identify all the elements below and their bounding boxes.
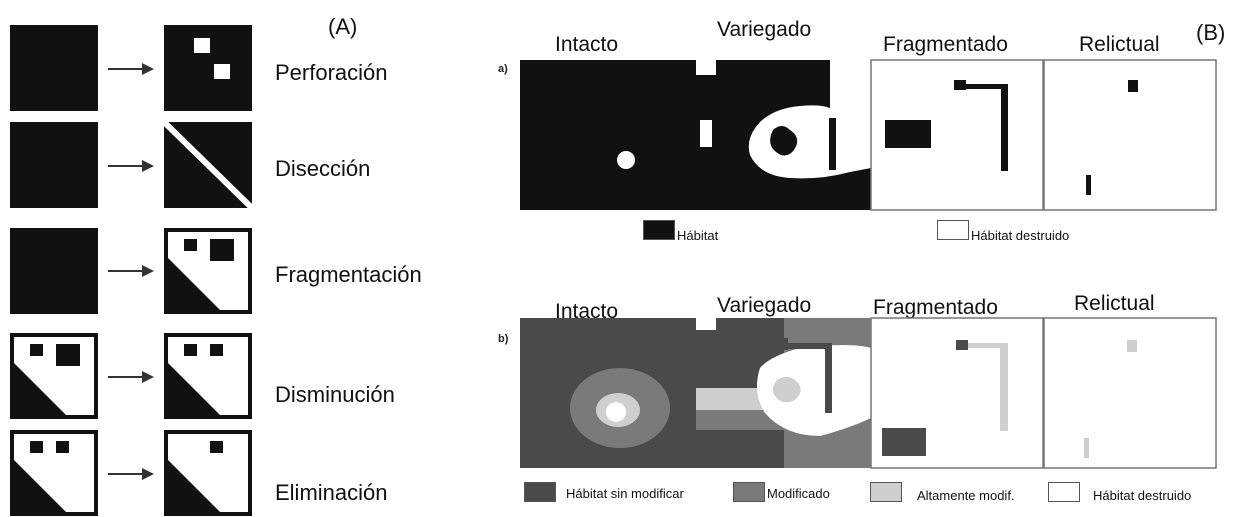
legend-highly-modified-label: Altamente modif. <box>917 488 1015 503</box>
process-label: Fragmentación <box>275 262 422 287</box>
arrow-icon <box>108 371 154 383</box>
arrow-icon <box>108 265 154 277</box>
column-relictual: Relictual <box>1074 292 1155 315</box>
after-square <box>164 25 252 111</box>
column-relictual: Relictual <box>1079 33 1160 56</box>
row-b-tag: b) <box>498 333 509 345</box>
legend-destroyed-label: Hábitat destruido <box>971 228 1070 243</box>
column-intacto: Intacto <box>555 33 619 56</box>
column-fragmentado: Fragmentado <box>873 296 998 319</box>
column-intacto: Intacto <box>555 300 619 323</box>
landscape-strip-b <box>520 317 1217 469</box>
process-label: Perforación <box>275 60 388 85</box>
landscape-strip-a <box>520 59 1217 211</box>
legend-highly-modified-swatch <box>870 482 902 502</box>
before-square <box>10 228 98 314</box>
panel-b-label: (B) <box>1196 20 1226 45</box>
before-square <box>10 122 98 208</box>
row-a-tag: a) <box>498 63 508 75</box>
process-label: Eliminación <box>275 480 388 505</box>
arrow-icon <box>108 160 154 172</box>
legend-unmodified-label: Hábitat sin modificar <box>566 486 684 501</box>
column-variegado: Variegado <box>717 294 812 317</box>
before-square <box>10 430 98 516</box>
before-square <box>10 333 98 419</box>
after-square <box>164 430 252 516</box>
legend-destroyed-b-swatch <box>1048 482 1080 502</box>
process-label: Disminución <box>275 382 395 407</box>
column-variegado: Variegado <box>717 18 812 41</box>
legend-destroyed-swatch <box>937 220 969 240</box>
legend-destroyed-b-label: Hábitat destruido <box>1093 488 1192 503</box>
column-fragmentado: Fragmentado <box>883 33 1008 56</box>
panel-a-label: (A) <box>328 14 358 39</box>
legend-habitat-swatch <box>643 220 675 240</box>
legend-modified-swatch <box>733 482 765 502</box>
legend-habitat-label: Hábitat <box>677 228 719 243</box>
before-square <box>10 25 98 111</box>
legend-unmodified-swatch <box>524 482 556 502</box>
process-label: Disección <box>275 156 371 181</box>
legend-modified-label: Modificado <box>767 486 830 501</box>
after-square <box>164 333 252 419</box>
arrow-icon <box>108 63 154 75</box>
after-square <box>161 119 255 211</box>
arrow-icon <box>108 468 154 480</box>
after-square <box>164 228 252 314</box>
